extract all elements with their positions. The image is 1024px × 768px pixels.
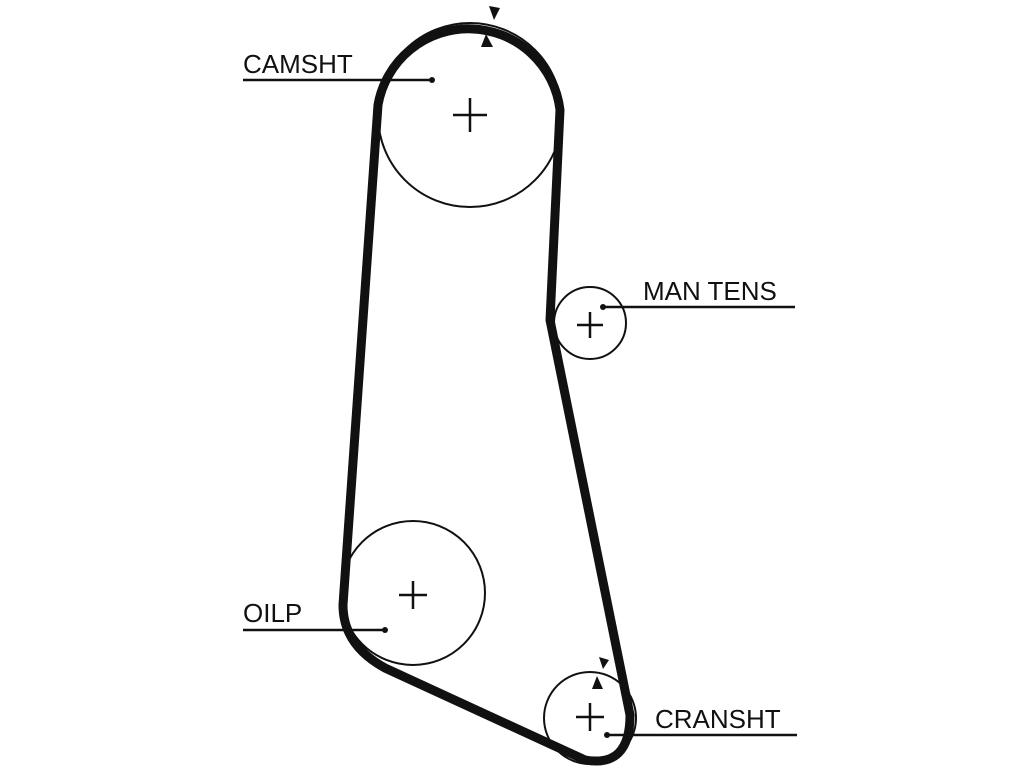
camshaft-center-mark (453, 98, 487, 132)
crankshaft-timing-mark (592, 676, 603, 689)
camshaft-timing-mark-arrow (489, 6, 500, 20)
crankshaft-leader (604, 732, 797, 738)
crankshaft-timing-mark-arrow (599, 657, 609, 669)
crankshaft-center-mark (576, 703, 604, 731)
oil-pump-label: OILP (243, 598, 302, 628)
camshaft-label: CAMSHT (243, 49, 353, 79)
oil-pump-center-mark (399, 581, 427, 609)
tensioner-label: MAN TENS (643, 276, 777, 306)
oil-pump-leader (243, 627, 388, 633)
camshaft-timing-mark (481, 34, 493, 47)
timing-belt (338, 24, 635, 766)
tensioner-center-mark (577, 312, 603, 338)
tensioner-leader (600, 304, 795, 310)
crankshaft-label: CRANSHT (655, 704, 781, 734)
camshaft-leader (243, 77, 435, 83)
